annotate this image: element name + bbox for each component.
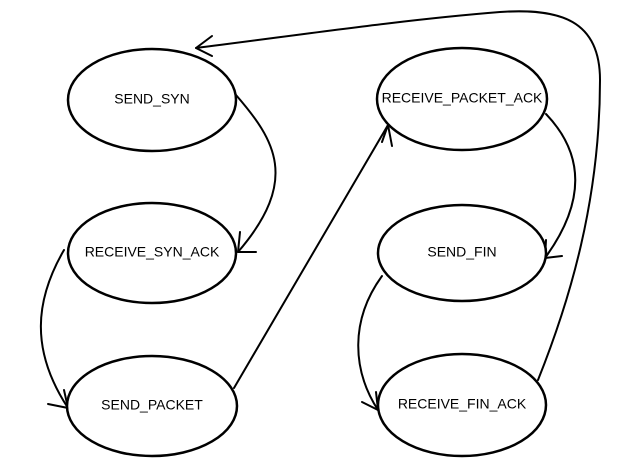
state-receive-packet-ack-label: RECEIVE_PACKET_ACK (382, 90, 543, 106)
transition-receive-fin-ack-to-send-syn (195, 10, 601, 381)
state-send-syn: SEND_SYN (66, 47, 238, 153)
transition-send-packet-to-receive-packet-ack (233, 124, 389, 389)
state-send-fin-label: SEND_FIN (427, 244, 496, 260)
state-receive-syn-ack: RECEIVE_SYN_ACK (66, 201, 238, 305)
state-receive-fin-ack: RECEIVE_FIN_ACK (376, 352, 548, 458)
transition-send-syn-to-receive-syn-ack (235, 94, 277, 253)
arrowhead-send-syn (195, 35, 213, 57)
state-send-syn-label: SEND_SYN (114, 91, 189, 107)
state-send-packet-label: SEND_PACKET (101, 397, 203, 413)
arrowhead-receive-syn-ack (237, 231, 257, 253)
state-receive-fin-ack-label: RECEIVE_FIN_ACK (398, 396, 527, 412)
states: SEND_SYN RECEIVE_SYN_ACK SEND_PACKET REC… (65, 46, 549, 458)
transitions (39, 10, 601, 411)
state-receive-syn-ack-label: RECEIVE_SYN_ACK (85, 244, 220, 260)
state-send-fin: SEND_FIN (376, 203, 548, 303)
state-receive-packet-ack: RECEIVE_PACKET_ACK (375, 46, 549, 152)
transition-receive-packet-ack-to-send-fin (544, 113, 577, 259)
state-send-packet: SEND_PACKET (65, 354, 239, 458)
transition-receive-syn-ack-to-send-packet (39, 249, 69, 409)
transition-send-fin-to-receive-fin-ack (357, 275, 383, 411)
